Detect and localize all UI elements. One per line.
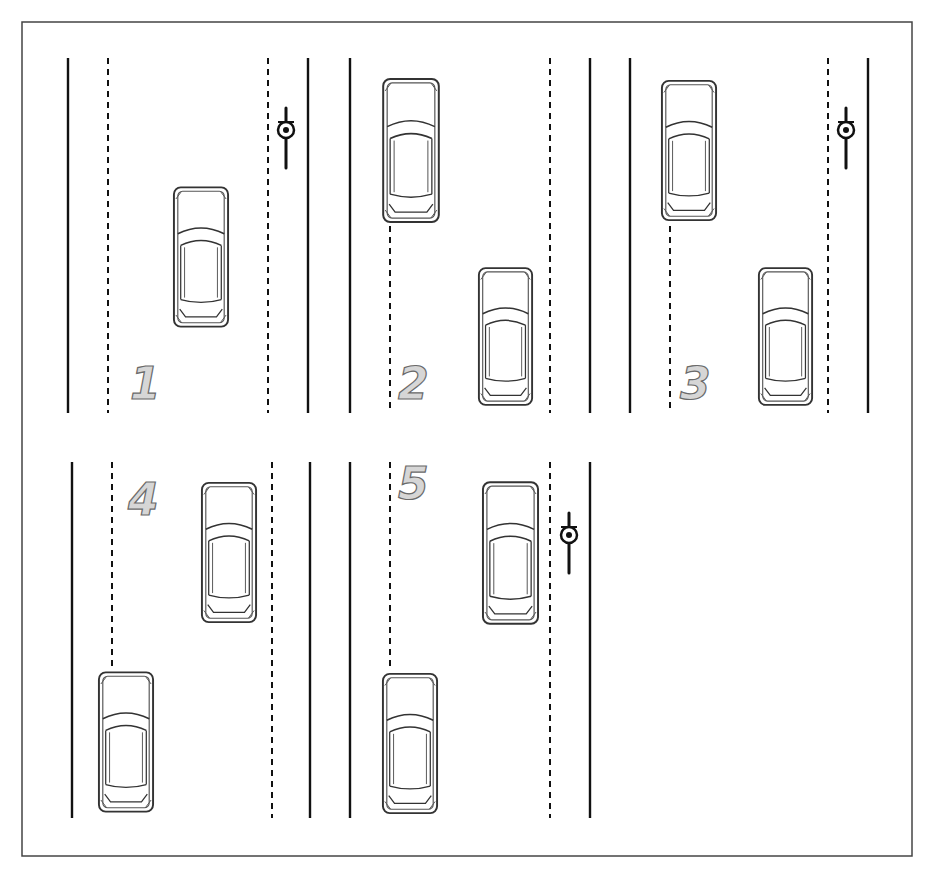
panel-number: 4 bbox=[128, 478, 159, 522]
panel-number: 5 bbox=[398, 462, 429, 506]
panel-number: 3 bbox=[680, 362, 711, 406]
panel-number: 1 bbox=[130, 362, 161, 406]
panel-number: 2 bbox=[398, 362, 429, 406]
